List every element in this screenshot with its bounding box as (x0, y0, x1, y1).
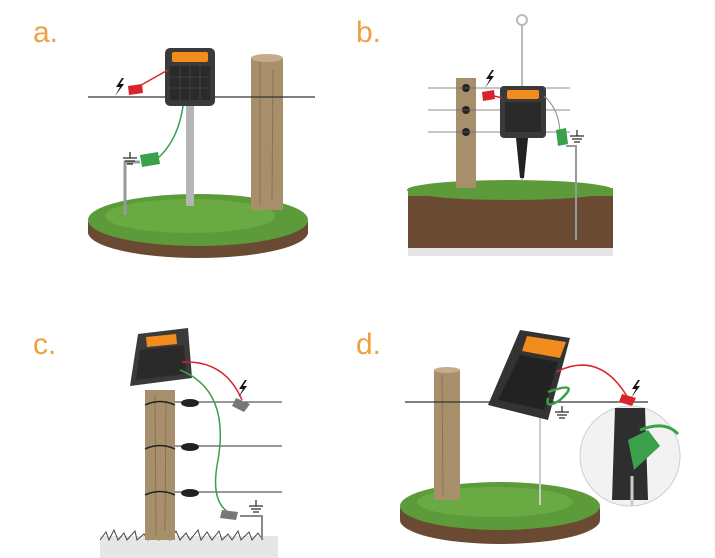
energizer-c (130, 328, 192, 386)
ground-rod-b (566, 145, 577, 240)
ground-symbol-icon (248, 499, 264, 513)
panel-b (407, 14, 613, 256)
ground-symbol-icon (569, 129, 585, 143)
panel-d (400, 330, 681, 544)
green-clip-icon (556, 128, 568, 146)
ground-strip-c (100, 536, 278, 558)
panel-label-c: c. (33, 328, 57, 361)
post-wraps-c (144, 400, 176, 496)
wooden-post-d (434, 367, 460, 500)
ground-rod-c (240, 515, 263, 540)
energizer-d (488, 330, 570, 420)
ground-symbol-icon (554, 405, 570, 419)
red-clip-icon (128, 84, 143, 95)
wooden-post-a (251, 54, 283, 210)
fence-wires-b (428, 87, 570, 133)
red-clip-icon (232, 398, 250, 412)
red-clip-icon (482, 90, 495, 101)
panel-a (88, 48, 315, 258)
ground-lead-a (157, 105, 184, 159)
ground-rod-a (123, 160, 140, 215)
panel-label-a: a. (33, 16, 59, 49)
ground-lead-d (546, 386, 570, 406)
positive-lead-d (555, 364, 629, 399)
wooden-post-b (456, 78, 476, 188)
zoom-inset-d (579, 405, 681, 507)
red-clip-icon (619, 394, 636, 406)
energizer-a (165, 48, 215, 206)
green-clip-icon (140, 152, 160, 167)
green-clip-icon (628, 430, 660, 470)
lightning-bolt-icon (631, 380, 640, 398)
lightning-bolt-icon (485, 70, 494, 88)
ground-lead-b (543, 95, 561, 136)
lightning-bolt-icon (115, 78, 124, 96)
panel-c (99, 328, 282, 558)
grass-tufts-c (99, 528, 264, 542)
positive-lead-c (181, 361, 243, 401)
soil-block-b (407, 180, 613, 256)
panel-label-b: b. (356, 16, 382, 49)
panel-label-d: d. (356, 328, 382, 361)
green-clip-icon (220, 510, 238, 520)
wooden-post-c (145, 390, 175, 540)
insulator-icon (181, 399, 199, 497)
grass-disc-d (400, 482, 600, 544)
ground-lead-c (179, 369, 229, 513)
energizer-b (500, 14, 546, 180)
